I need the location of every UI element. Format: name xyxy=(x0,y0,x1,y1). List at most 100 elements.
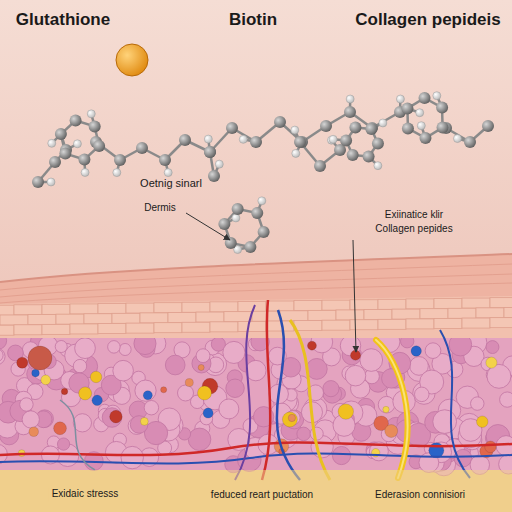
hydrogen-atom xyxy=(258,197,266,205)
carbon-atom xyxy=(294,136,306,148)
epidermal-cell xyxy=(196,312,224,322)
carbon-atom xyxy=(419,92,431,104)
epidermal-cell xyxy=(154,323,182,333)
particle xyxy=(79,387,92,400)
carbon-atom xyxy=(402,122,414,134)
dermal-cell xyxy=(425,343,441,359)
purple-fiber xyxy=(235,305,255,480)
grey-fiber xyxy=(60,400,95,470)
carbon-atom xyxy=(218,218,230,230)
annotation-label: Dermis xyxy=(144,202,176,214)
hydrogen-atom xyxy=(346,95,354,103)
carbon-atom xyxy=(49,156,61,168)
epidermal-cell xyxy=(462,318,490,328)
dermal-cell xyxy=(471,397,484,410)
dermal-cell xyxy=(415,387,430,402)
epidermal-cell xyxy=(0,315,28,325)
leader-arrow xyxy=(353,240,356,352)
epidermal-cell xyxy=(280,311,308,321)
dermal-cell xyxy=(130,416,148,434)
hydrogen-atom xyxy=(87,110,95,118)
epidermal-cell xyxy=(42,304,70,314)
carbon-atom xyxy=(136,142,148,154)
epidermal-cell xyxy=(392,309,420,319)
dermal-cell xyxy=(433,410,457,434)
epidermal-cell xyxy=(0,305,14,315)
dermal-cell xyxy=(223,341,245,363)
epidermal-cell xyxy=(168,312,196,322)
hydrogen-atom xyxy=(47,178,55,186)
particle xyxy=(92,395,102,405)
dermal-cell xyxy=(297,427,311,441)
carbon-atom xyxy=(204,146,216,158)
dermis-cells xyxy=(0,331,512,476)
red-vessel xyxy=(262,300,270,480)
annotation-label: feduced reart puctation xyxy=(208,488,316,502)
particle xyxy=(143,391,152,400)
dermal-cell xyxy=(20,398,33,411)
epidermal-cell xyxy=(0,325,14,335)
hydrogen-atom xyxy=(291,126,299,134)
hydrogen-atom xyxy=(204,135,212,143)
dermal-cell xyxy=(113,360,134,381)
collagen-tube xyxy=(376,340,407,478)
hydrogen-atom xyxy=(215,160,223,168)
particle xyxy=(185,379,193,387)
particle xyxy=(203,408,213,418)
hydrogen-atom xyxy=(433,92,441,100)
dermal-cell xyxy=(165,355,185,375)
dermal-cell xyxy=(22,411,39,428)
epidermal-cell xyxy=(476,308,504,318)
carbon-atom xyxy=(340,134,352,146)
carbon-atom xyxy=(55,128,67,140)
hydrogen-atom xyxy=(239,135,247,143)
particle xyxy=(28,346,52,370)
epidermal-cell xyxy=(448,308,476,318)
hydrogen-atom xyxy=(453,135,461,143)
molecules xyxy=(32,92,494,254)
carbon-atom xyxy=(204,146,216,158)
epidermal-cell xyxy=(434,318,462,328)
particle xyxy=(110,410,123,423)
carbon-atom xyxy=(274,116,286,128)
particle xyxy=(41,375,51,385)
hydrogen-atom xyxy=(379,119,387,127)
carbon-atom xyxy=(251,207,263,219)
epidermal-cell xyxy=(434,298,462,308)
hydrogen-atom xyxy=(292,149,300,157)
epidermal-cell xyxy=(98,304,126,314)
dermal-cell xyxy=(219,399,239,419)
carbon-atom xyxy=(419,132,431,144)
particle xyxy=(307,341,316,350)
hydrogen-atom xyxy=(48,139,56,147)
epidermal-cell xyxy=(266,301,294,311)
dermal-cell xyxy=(102,408,122,428)
epidermal-cell xyxy=(210,302,238,312)
particle xyxy=(197,386,211,400)
annotation-label: Exiinatice klir xyxy=(385,209,443,221)
epidermal-cell xyxy=(350,320,378,330)
particle xyxy=(161,387,167,393)
dermal-cell xyxy=(73,359,86,372)
carbon-atom xyxy=(349,121,361,133)
dermal-cell xyxy=(246,360,266,380)
epidermal-cell xyxy=(154,303,182,313)
epidermal-cell xyxy=(126,303,154,313)
carbon-atom xyxy=(258,226,270,238)
fibers xyxy=(0,300,512,480)
dermal-cell xyxy=(0,348,5,365)
dermal-cell xyxy=(119,343,131,355)
dermal-cell xyxy=(486,341,499,354)
epidermal-cell xyxy=(294,301,322,311)
epidermal-cell xyxy=(462,298,490,308)
carbon-atom xyxy=(226,122,238,134)
blue-vessel xyxy=(0,453,512,463)
dermal-cell xyxy=(196,349,210,363)
carbon-atom xyxy=(401,102,413,114)
epidermal-cell xyxy=(294,321,322,331)
epidermal-cell xyxy=(112,313,140,323)
carbon-atom xyxy=(70,114,82,126)
epidermal-cell xyxy=(322,300,350,310)
hydrogen-atom xyxy=(164,169,172,177)
